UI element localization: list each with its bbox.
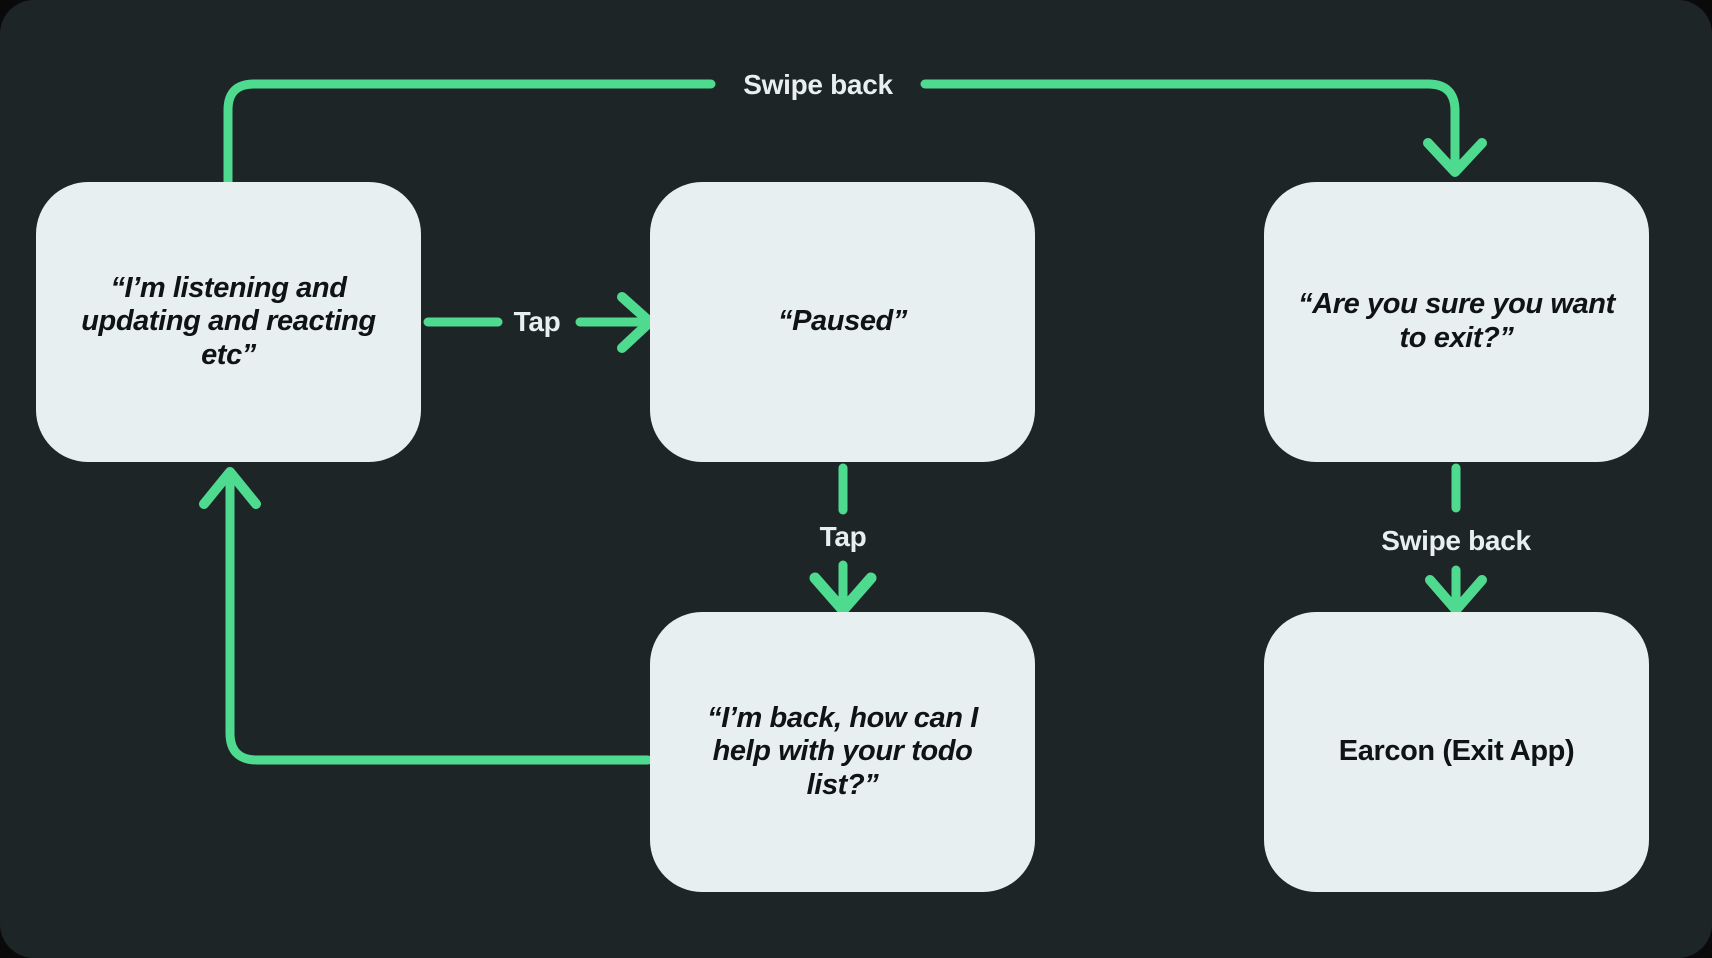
edge-label-swipe-back-right: Swipe back bbox=[1381, 525, 1531, 556]
node-paused[interactable]: “Paused” bbox=[650, 182, 1035, 462]
node-earcon[interactable]: Earcon (Exit App) bbox=[1264, 612, 1649, 892]
edge-listening-to-confirm-path bbox=[223, 79, 716, 187]
edge-label-swipe-back-top: Swipe back bbox=[743, 69, 893, 100]
node-listening[interactable]: “I’m listening and updating and reacting… bbox=[36, 182, 421, 462]
node-listening-label: “I’m listening and updating and reacting… bbox=[81, 271, 376, 371]
node-paused-label: “Paused” bbox=[778, 305, 907, 338]
edge-listening-to-confirm-path-right bbox=[920, 79, 1460, 165]
node-im-back[interactable]: “I’m back, how can I help with your todo… bbox=[650, 612, 1035, 892]
node-im-back-label: “I’m back, how can I help with your todo… bbox=[707, 701, 978, 801]
edge-paused-to-imback-arrowhead bbox=[809, 572, 877, 616]
edge-imback-to-listening-path bbox=[225, 475, 653, 765]
edge-label-tap-horizontal: Tap bbox=[513, 306, 561, 337]
edge-listening-to-confirm-arrowhead bbox=[1423, 138, 1487, 177]
edge-label-tap-vertical: Tap bbox=[819, 521, 867, 552]
node-confirm-exit[interactable]: “Are you sure you want to exit?” bbox=[1264, 182, 1649, 462]
edge-imback-to-listening-arrowhead bbox=[199, 467, 261, 509]
node-earcon-label: Earcon (Exit App) bbox=[1338, 735, 1575, 768]
node-confirm-exit-label: “Are you sure you want to exit?” bbox=[1298, 288, 1615, 354]
edge-confirm-to-earcon-arrowhead bbox=[1425, 575, 1487, 615]
